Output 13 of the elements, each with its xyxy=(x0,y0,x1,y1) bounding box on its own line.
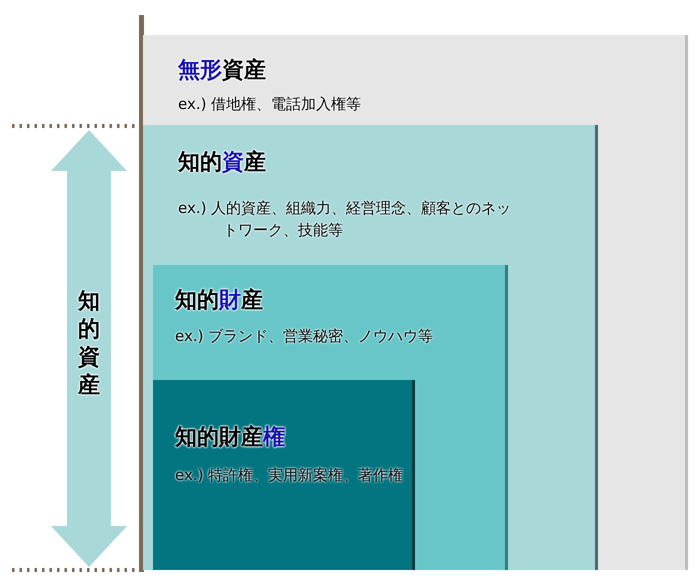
box-title: 知的財産 xyxy=(175,287,263,315)
arrow-label: 知的資産 xyxy=(76,288,101,400)
example-text: ex.) 人的資産、組織力、経営理念、顧客とのネットワーク、技能等 xyxy=(178,198,512,241)
box-title: 無形資産 xyxy=(178,57,266,85)
box-title: 知的資産 xyxy=(178,149,266,177)
box-title: 知的財産権 xyxy=(175,424,285,452)
example-text: ex.) ブランド、営業秘密、ノウハウ等 xyxy=(175,326,434,347)
nested-box xyxy=(153,265,508,570)
nested-box xyxy=(143,125,598,570)
example-text: ex.) 借地権、電話加入権等 xyxy=(178,94,362,115)
example-text: ex.) 特許権、実用新案権、著作権 xyxy=(175,465,404,486)
nested-box xyxy=(153,380,415,570)
nested-box xyxy=(143,35,688,570)
